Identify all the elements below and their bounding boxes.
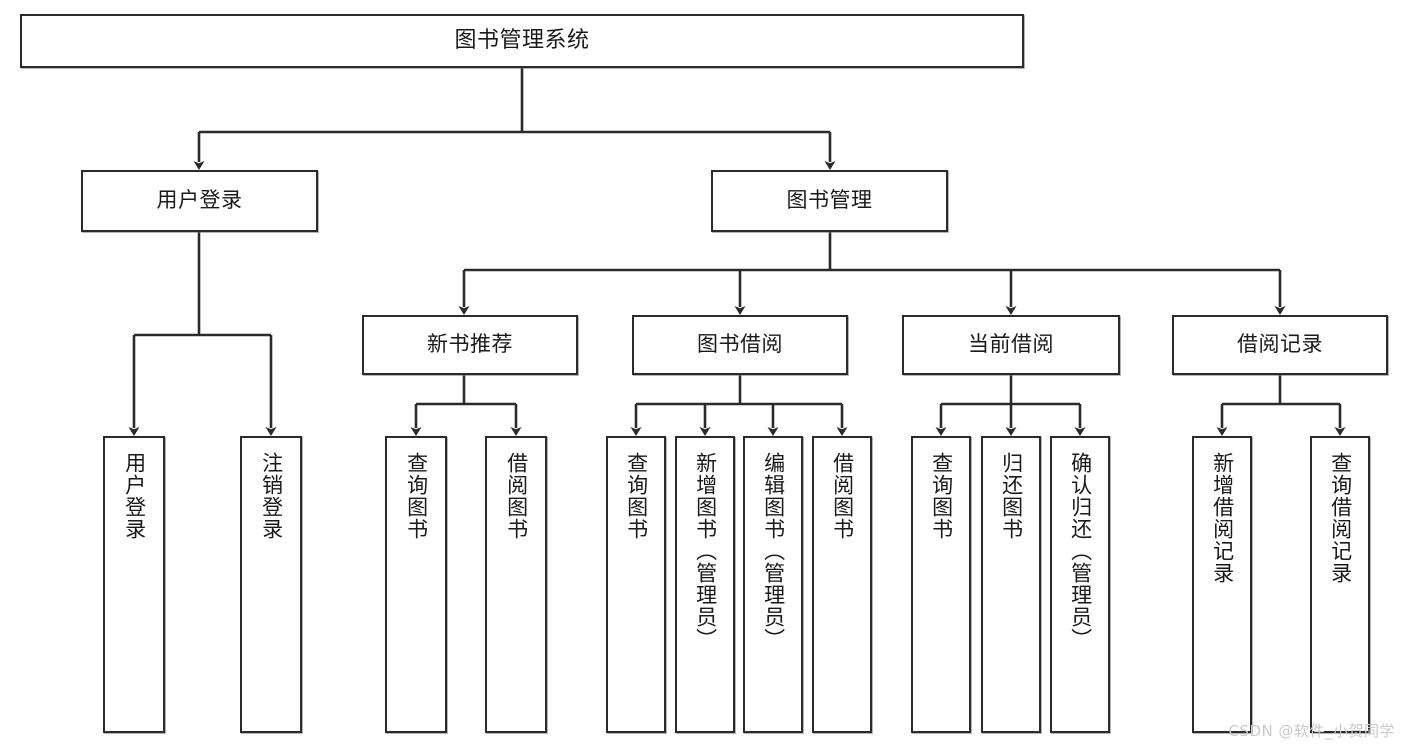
leaf-rec-search-label: 查询借阅记录 [1328, 452, 1353, 584]
leaf-rec-search[interactable]: 查询借阅记录 [1310, 436, 1370, 733]
node-root[interactable]: 图书管理系统 [20, 14, 1024, 68]
node-borrow-record-label: 借阅记录 [1237, 332, 1323, 357]
node-book-borrow[interactable]: 图书借阅 [632, 315, 848, 375]
leaf-cur-query[interactable]: 查询图书 [911, 436, 971, 733]
node-book-manage[interactable]: 图书管理 [711, 170, 948, 232]
leaf-rec-add[interactable]: 新增借阅记录 [1192, 436, 1252, 733]
leaf-cur-return-label: 归还图书 [999, 452, 1024, 540]
watermark: CSDN @软件_小贺同学 [1228, 722, 1395, 740]
leaf-borrow-edit-label: 编辑图书（管理员） [761, 452, 786, 650]
leaf-rec-query-label: 查询图书 [404, 452, 429, 540]
leaf-borrow-query-label: 查询图书 [624, 452, 649, 540]
leaf-user-login-label: 用户登录 [122, 452, 147, 540]
node-book-borrow-label: 图书借阅 [697, 332, 783, 357]
node-book-manage-label: 图书管理 [786, 188, 873, 213]
leaf-rec-borrow[interactable]: 借阅图书 [485, 436, 547, 733]
leaf-rec-add-label: 新增借阅记录 [1210, 452, 1235, 584]
node-borrow-record[interactable]: 借阅记录 [1172, 315, 1388, 375]
leaf-borrow-edit[interactable]: 编辑图书（管理员） [743, 436, 803, 733]
leaf-user-login[interactable]: 用户登录 [103, 436, 165, 733]
leaf-borrow-add-label: 新增图书（管理员） [693, 452, 718, 650]
leaf-cur-confirm-label: 确认归还（管理员） [1068, 452, 1093, 650]
node-current-borrow[interactable]: 当前借阅 [902, 315, 1120, 375]
leaf-borrow-do-label: 借阅图书 [830, 452, 855, 540]
leaf-rec-query[interactable]: 查询图书 [385, 436, 447, 733]
node-user-login-label: 用户登录 [156, 188, 243, 213]
leaf-rec-borrow-label: 借阅图书 [504, 452, 529, 540]
node-current-borrow-label: 当前借阅 [968, 332, 1054, 357]
leaf-borrow-add[interactable]: 新增图书（管理员） [675, 436, 735, 733]
leaf-cur-confirm[interactable]: 确认归还（管理员） [1050, 436, 1110, 733]
leaf-borrow-do[interactable]: 借阅图书 [812, 436, 872, 733]
node-root-label: 图书管理系统 [454, 27, 590, 53]
leaf-user-logout[interactable]: 注销登录 [240, 436, 302, 733]
leaf-cur-query-label: 查询图书 [929, 452, 954, 540]
node-user-login[interactable]: 用户登录 [81, 170, 318, 232]
leaf-borrow-query[interactable]: 查询图书 [606, 436, 666, 733]
node-new-book-rec[interactable]: 新书推荐 [362, 315, 578, 375]
leaf-cur-return[interactable]: 归还图书 [981, 436, 1041, 733]
node-new-book-rec-label: 新书推荐 [427, 332, 513, 357]
leaf-user-logout-label: 注销登录 [259, 452, 284, 540]
